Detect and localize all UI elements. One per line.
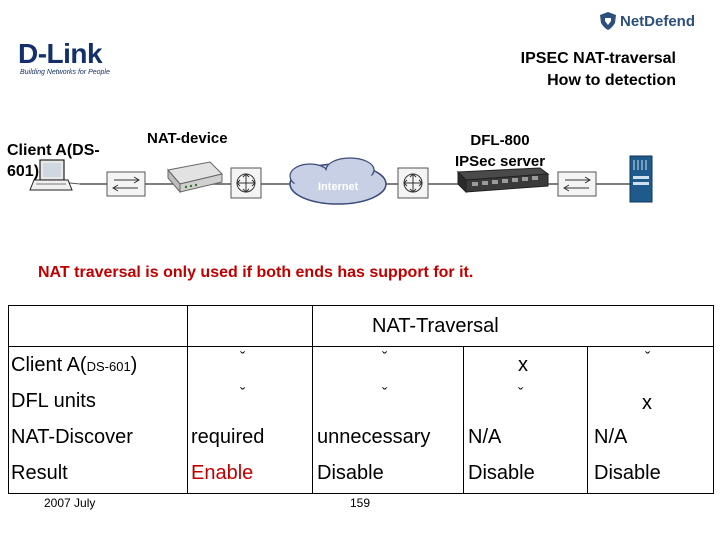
netdefend-logo: NetDefend bbox=[600, 8, 695, 34]
table-cell: required bbox=[191, 426, 265, 448]
table-cell: ˇ bbox=[518, 386, 524, 403]
table-cell: ˇ bbox=[382, 350, 388, 367]
table-header: NAT-Traversal bbox=[372, 315, 499, 337]
network-diagram: Internet bbox=[29, 155, 653, 205]
table-row-label-dfl: DFL units bbox=[11, 390, 96, 412]
dfl-label-line2: IPSec server bbox=[454, 153, 546, 170]
dlink-logo-tagline: Building Networks for People bbox=[20, 69, 110, 76]
table-cell: N/A bbox=[468, 426, 502, 448]
dfl-800-appliance-icon bbox=[456, 167, 550, 194]
nat-device-icon bbox=[167, 161, 223, 194]
internet-cloud-icon bbox=[289, 157, 387, 205]
nat-device-label: NAT-device bbox=[147, 130, 228, 147]
dfl-label: DFL-800 IPSec server bbox=[440, 130, 560, 172]
table-row-label-nat-discover: NAT-Discover bbox=[11, 426, 133, 448]
dfl-label-line1: DFL-800 bbox=[470, 132, 530, 149]
table-cell: unnecessary bbox=[317, 426, 431, 448]
nat-traversal-table: NAT-Traversal Client A(DS-601) ˇ ˇ x ˇ D… bbox=[8, 305, 714, 494]
table-cell: Disable bbox=[594, 462, 661, 484]
internet-cloud-label: Internet bbox=[318, 181, 359, 193]
table-cell: Disable bbox=[317, 462, 384, 484]
page-number: 159 bbox=[350, 496, 371, 510]
router-icon-left bbox=[230, 167, 262, 199]
server-tower-icon bbox=[629, 155, 653, 203]
dlink-logo-text: D-Link bbox=[18, 38, 103, 69]
footer-date: 2007 July bbox=[44, 496, 96, 510]
page-title-line1: IPSEC NAT-traversal bbox=[520, 50, 676, 67]
client-label-line2: 601) bbox=[7, 163, 40, 180]
nat-traversal-note: NAT traversal is only used if both ends … bbox=[38, 264, 474, 281]
table-cell: ˇ bbox=[240, 350, 246, 367]
client-label-line1: Client A(DS- bbox=[7, 142, 100, 159]
table-cell: x bbox=[518, 354, 528, 376]
table-col-divider-4 bbox=[587, 346, 588, 493]
table-cell: ˇ bbox=[382, 386, 388, 403]
switch-icon-left bbox=[106, 171, 146, 197]
table-row-label-client: Client A(DS-601) bbox=[11, 354, 138, 376]
table-col-divider-2 bbox=[312, 306, 313, 493]
router-icon-right bbox=[397, 167, 429, 199]
table-cell: N/A bbox=[594, 426, 628, 448]
page-title-line2: How to detection bbox=[547, 72, 676, 89]
shield-icon bbox=[600, 12, 616, 30]
table-cell-result-enable: Enable bbox=[191, 462, 254, 484]
client-label: Client A(DS- 601) bbox=[7, 140, 137, 182]
table-cell: ˇ bbox=[240, 386, 246, 403]
table-header-divider bbox=[9, 346, 713, 347]
dlink-logo: D-Link Building Networks for People bbox=[18, 38, 148, 80]
table-row-label-result: Result bbox=[11, 462, 68, 484]
table-col-divider-3 bbox=[463, 346, 464, 493]
switch-icon-right bbox=[557, 171, 597, 197]
table-col-divider-1 bbox=[187, 306, 188, 493]
netdefend-logo-text: NetDefend bbox=[620, 12, 696, 30]
table-cell: ˇ bbox=[645, 350, 651, 367]
table-cell: x bbox=[642, 392, 652, 414]
laptop-icon bbox=[29, 159, 73, 191]
table-cell: Disable bbox=[468, 462, 535, 484]
